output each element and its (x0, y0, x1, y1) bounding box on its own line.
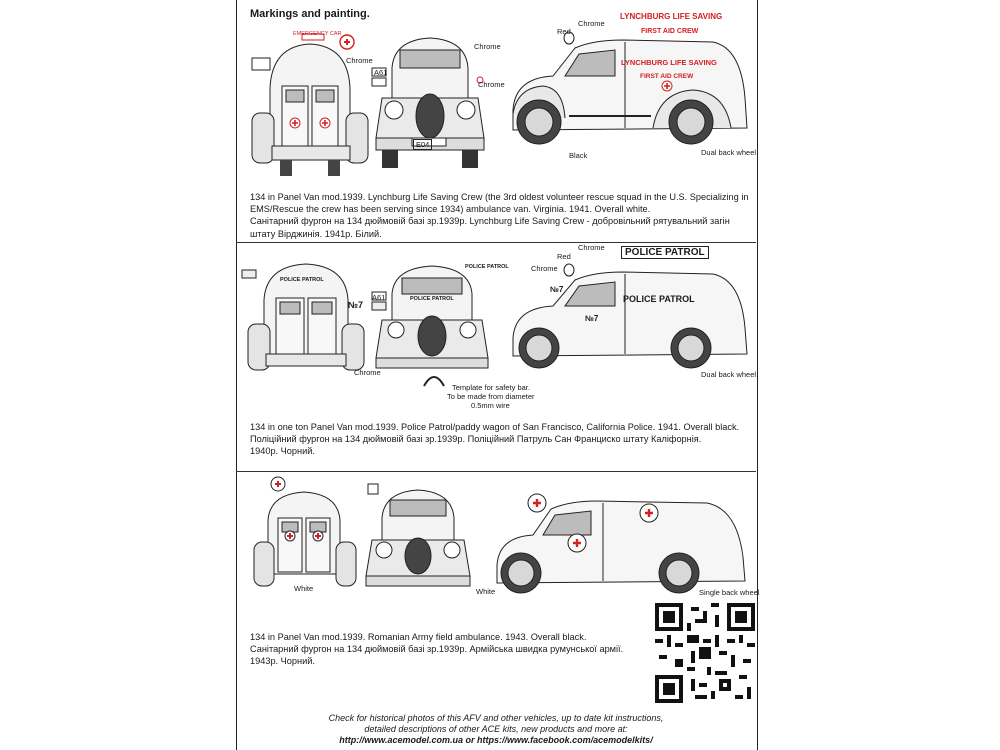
footer-links[interactable]: http://www.acemodel.com.ua or https://ww… (339, 735, 653, 745)
label-police-patrol-big: POLICE PATROL (621, 246, 709, 259)
label-dual-back-wheel: Dual back wheel (701, 370, 757, 379)
van-side-view (496, 493, 746, 594)
caption-romanian: 134 in Panel Van mod.1939. Romanian Army… (250, 631, 650, 668)
section-divider (236, 242, 756, 243)
template-note-2: To be made from diameter (447, 392, 535, 401)
caption-line: Поліційний фургон на 134 дюймовій базі з… (250, 434, 702, 445)
caption-line: 1940р. Чорний. (250, 446, 315, 457)
footer-line-2: detailed descriptions of other ACE kits,… (364, 724, 628, 734)
label-red: Red (557, 252, 571, 261)
label-chrome-rear: Chrome (346, 56, 373, 65)
label-lls-side-1: LYNCHBURG LIFE SAVING (621, 58, 717, 67)
van-rear-view (241, 263, 365, 371)
label-police-patrol-front-2: POLICE PATROL (410, 296, 454, 302)
caption-line: 134 in Panel Van mod.1939. Romanian Army… (250, 632, 587, 642)
caption-line: Санітарний фургон на 134 дюймовій базі з… (250, 216, 730, 227)
page-title: Markings and painting. (250, 8, 370, 20)
caption-line: штату Вірджинія. 1941р. Білий. (250, 228, 382, 239)
label-white-rear: White (294, 584, 314, 593)
label-chrome-front-2: Chrome (478, 80, 505, 89)
van-front-view (365, 483, 471, 587)
label-chrome-side: Chrome (578, 19, 605, 28)
label-chrome-side-2: Chrome (531, 264, 558, 273)
caption-police: 134 in one ton Panel Van mod.1939. Polic… (250, 421, 760, 458)
caption-line: 1943р. Чорний. (250, 656, 315, 667)
template-note-3: 0.5mm wire (471, 401, 510, 410)
label-police-patrol-rear: POLICE PATROL (280, 277, 324, 283)
footer-line-1: Check for historical photos of this AFV … (328, 713, 664, 723)
label-lls-top-2: FIRST AID CREW (641, 28, 699, 35)
van-side-view (512, 263, 748, 369)
label-white-side: White (476, 587, 496, 596)
caption-line: Санітарний фургон на 134 дюймовій базі з… (250, 644, 624, 655)
caption-lynchburg: 134 in Panel Van mod.1939. Lynchburg Lif… (250, 191, 760, 240)
label-no7-side: №7 (550, 285, 564, 294)
label-police-patrol-side: POLICE PATROL (623, 294, 695, 304)
caption-line: 134 in one ton Panel Van mod.1939. Polic… (250, 422, 740, 432)
label-lls-side-2: FIRST AID CREW (640, 73, 694, 80)
van-rear-view (251, 33, 369, 176)
caption-line: 134 in Panel Van mod.1939. Lynchburg Lif… (250, 192, 749, 202)
template-note-1: Template for safety bar. (452, 383, 530, 392)
section-divider (236, 471, 756, 472)
label-plate-a61: A61 (372, 293, 386, 302)
safety-bar-template (423, 376, 445, 387)
label-red: Red (557, 27, 571, 36)
qr-code[interactable] (655, 603, 755, 703)
label-dual-back-wheel: Dual back wheel (701, 148, 757, 157)
label-police-patrol-front: POLICE PATROL (465, 264, 509, 270)
van-front-view (371, 37, 485, 168)
label-no7-side-2: №7 (585, 314, 599, 323)
label-lls-top-1: LYNCHBURG LIFE SAVING (620, 12, 723, 21)
label-emergency-car: EMERGENCY CAR (293, 31, 342, 37)
label-chrome-front: Chrome (474, 42, 501, 51)
van-side-view (512, 31, 748, 145)
label-plate-e04: E04 (413, 139, 433, 150)
caption-line: EMS/Rescue the crew has been serving sin… (250, 204, 651, 215)
label-black: Black (569, 151, 588, 160)
label-chrome-front: Chrome (354, 368, 381, 377)
label-plate-a61: A61 (374, 68, 388, 77)
label-single-back-wheel: Single back wheel (699, 588, 760, 597)
van-rear-view (253, 476, 357, 587)
van-front-view (371, 265, 489, 369)
label-no7-rear: №7 (348, 300, 364, 310)
label-chrome-side: Chrome (578, 243, 605, 252)
